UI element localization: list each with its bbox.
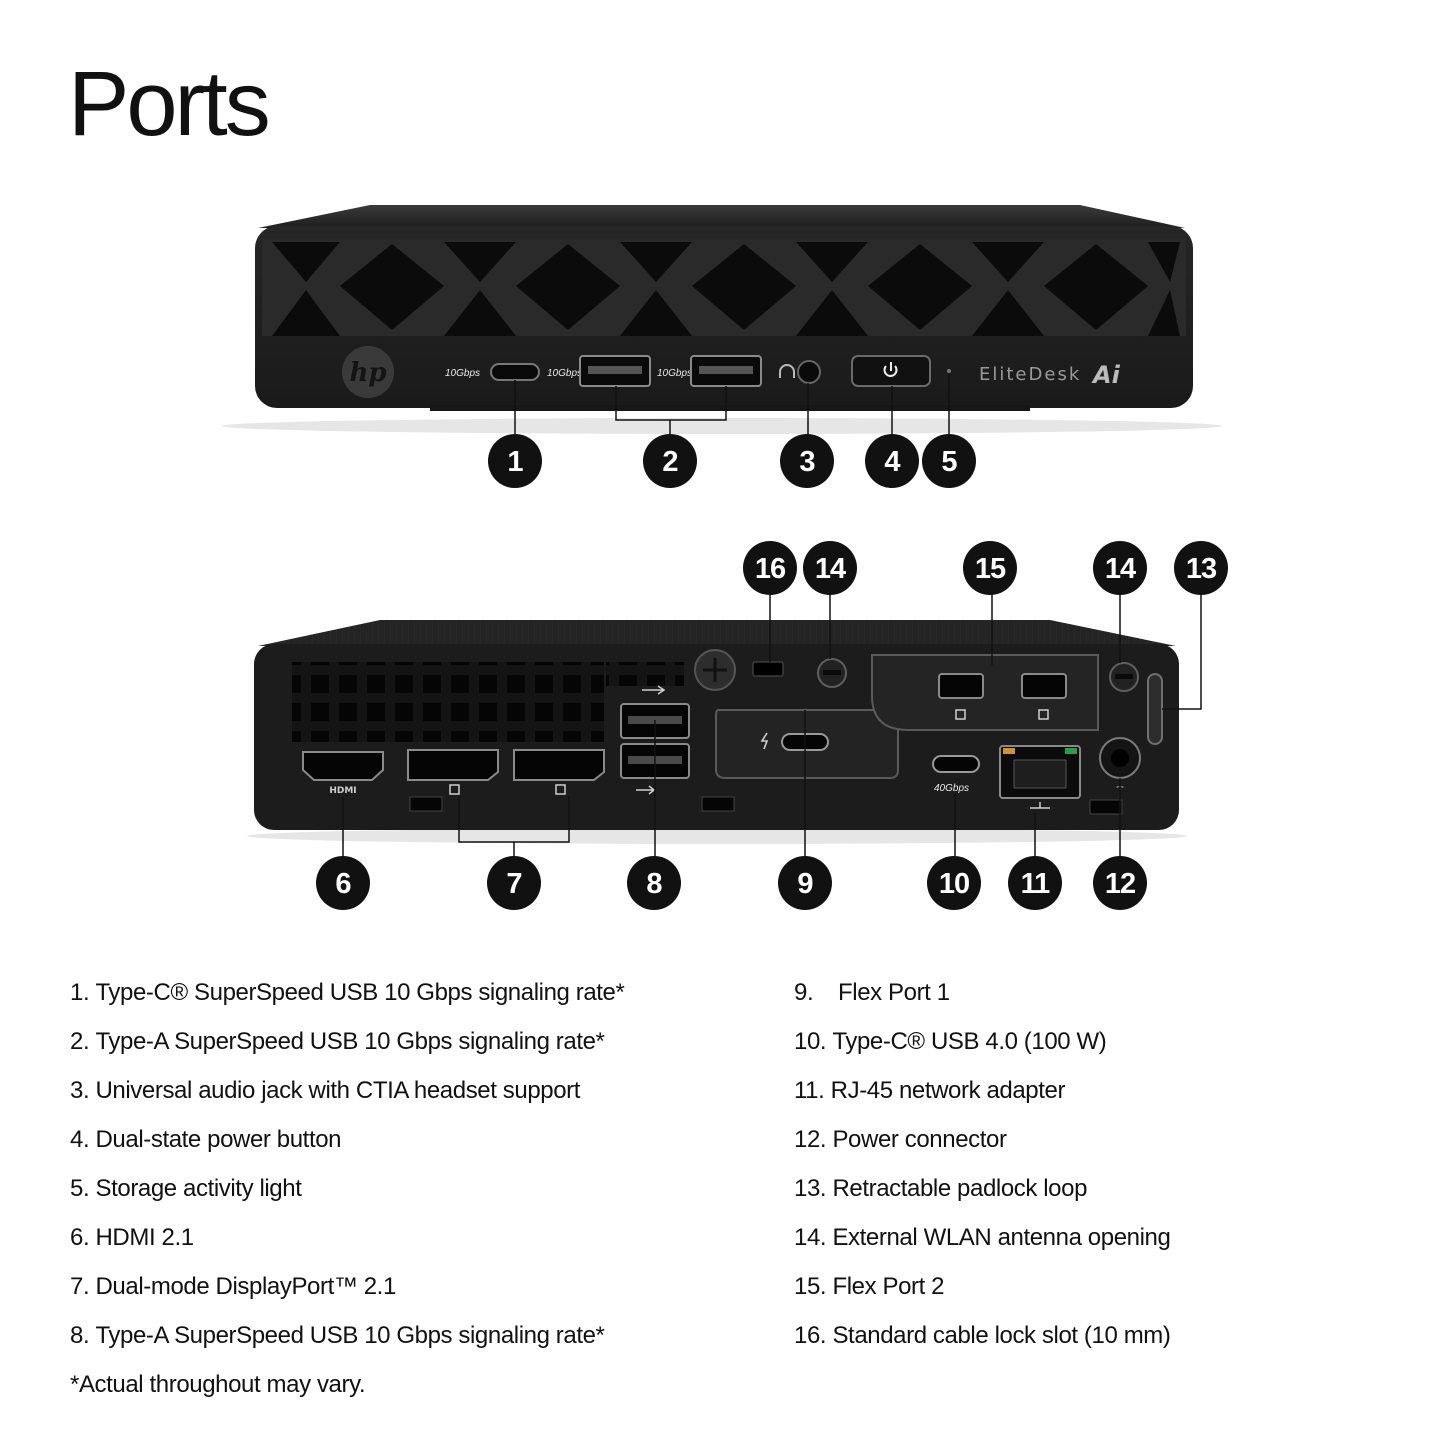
rear-bottom-leaders [342,710,1121,856]
svg-text:6: 6 [335,868,351,900]
callout-15: 15 [963,541,1017,595]
callout-12: 12 [1093,856,1147,910]
svg-text:1: 1 [507,446,523,478]
callout-9: 9 [778,856,832,910]
flex-port-2-minidp-1 [938,673,984,699]
rear-bottom-callouts: 6 7 8 9 10 11 12 [316,856,1147,910]
svg-text:12: 12 [1105,868,1135,900]
rear-view: HDMI 40Gbps [247,620,1187,844]
svg-text:7: 7 [506,868,521,900]
callout-2: 2 [643,434,697,488]
legend-item: 7. Dual-mode DisplayPort™ 2.1 [70,1273,396,1300]
svg-text:11: 11 [1021,868,1051,900]
flex-port-2-minidp-2 [1021,673,1067,699]
rear-top-lid [258,620,1176,646]
callout-5: 5 [922,434,976,488]
legend-item: 9.Flex Port 1 [794,979,950,1006]
legend-item: 16. Standard cable lock slot (10 mm) [794,1322,1171,1349]
svg-text:15: 15 [975,553,1006,585]
front-callouts: 1 2 3 4 5 [488,434,976,488]
svg-text:3: 3 [799,446,815,478]
network-icon [1030,802,1050,809]
rear-top-callouts: 16 14 15 14 13 [743,541,1228,595]
displayport-icon [449,784,460,795]
legend-item: 6. HDMI 2.1 [70,1224,194,1251]
callout-13: 13 [1174,541,1228,595]
model-label: EliteDesk [979,364,1081,385]
front-usbc-port [490,363,540,381]
front-usbc-speed: 10Gbps [445,368,480,379]
callout-11: 11 [1008,856,1062,910]
ports-diagram: hp 10Gbps 10Gbps 10Gbps EliteDesk Ai [222,205,1228,910]
callout-7: 7 [487,856,541,910]
callout-14b: 14 [1093,541,1147,595]
callout-10: 10 [927,856,981,910]
rear-vent-grid [292,662,604,742]
hp-logo: hp [342,346,394,398]
usb-icon [636,785,656,795]
svg-text:14: 14 [815,553,846,585]
callout-3: 3 [780,434,834,488]
legend-item: 2. Type-A SuperSpeed USB 10 Gbps signali… [70,1028,605,1055]
rear-hdmi-port [302,751,384,781]
legend-item: 15. Flex Port 2 [794,1273,945,1300]
displayport-icon [555,784,566,795]
svg-text:13: 13 [1186,553,1217,585]
legend-item: 14. External WLAN antenna opening [794,1224,1171,1251]
hdmi-label: HDMI [329,786,356,796]
svg-text:5: 5 [941,446,957,478]
padlock-loop [1147,673,1163,745]
callout-8: 8 [627,856,681,910]
footnote: *Actual throughout may vary. [70,1371,366,1398]
usb-icon [642,685,666,695]
thunderbolt-icon [760,732,769,750]
svg-text:8: 8 [646,868,662,900]
rear-top-leaders [769,594,1202,710]
rear-usbc-speed: 40Gbps [934,783,969,794]
power-icon [883,362,898,377]
legend-item: 1. Type-C® SuperSpeed USB 10 Gbps signal… [70,979,625,1006]
rear-displayport-1 [407,749,499,781]
displayport-icon [955,709,966,720]
legend-item: 10. Type-C® USB 4.0 (100 W) [794,1028,1107,1055]
rear-displayport-2 [513,749,605,781]
front-usba-speed-2: 10Gbps [657,368,692,379]
front-vent-grille [262,238,1186,336]
front-view: hp 10Gbps 10Gbps 10Gbps EliteDesk Ai [222,205,1222,434]
svg-text:14: 14 [1105,553,1136,585]
svg-text:4: 4 [884,446,900,478]
legend-item: 8. Type-A SuperSpeed USB 10 Gbps signali… [70,1322,605,1349]
legend-item: 4. Dual-state power button [70,1126,342,1153]
cable-lock-slot [752,661,784,677]
svg-text:2: 2 [662,446,677,478]
callout-14a: 14 [803,541,857,595]
page-title: Ports [68,53,271,155]
legend-item: 12. Power connector [794,1126,1007,1153]
legend-item: 13. Retractable padlock loop [794,1175,1088,1202]
rear-usbc-port [932,755,980,773]
legend-item: 11. RJ-45 network adapter [794,1077,1066,1104]
legend-item: 3. Universal audio jack with CTIA headse… [70,1077,581,1104]
callout-4: 4 [865,434,919,488]
hp-logo-text: hp [349,358,386,388]
front-usba-speed-1: 10Gbps [547,368,582,379]
callout-16: 16 [743,541,797,595]
displayport-icon [1038,709,1049,720]
callout-6: 6 [316,856,370,910]
callout-1: 1 [488,434,542,488]
legend-item: 5. Storage activity light [70,1175,302,1202]
storage-activity-light [947,369,951,373]
front-leaders [514,374,950,440]
svg-text:9: 9 [797,868,813,900]
audio-jack [797,360,821,384]
svg-text:10: 10 [939,868,969,900]
headset-icon [779,364,795,378]
ai-badge: Ai [1091,361,1121,389]
front-top-lid [258,205,1185,228]
svg-text:16: 16 [755,553,786,585]
